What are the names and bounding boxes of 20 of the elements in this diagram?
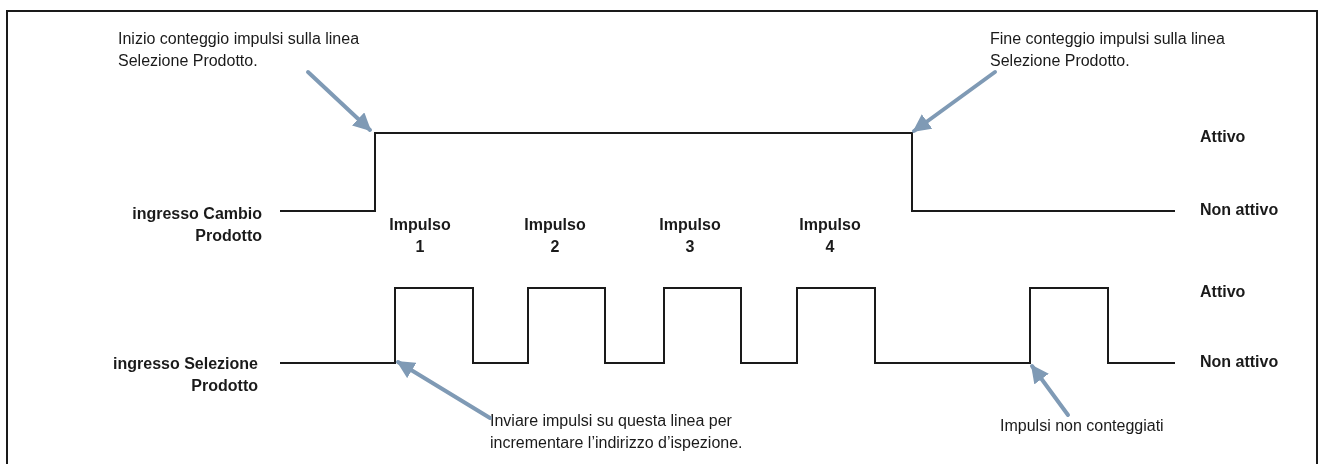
signal-name: ingresso Selezione Prodotto bbox=[112, 354, 258, 396]
state-label: Attivo bbox=[1200, 127, 1247, 147]
pulse-label: Impulso 2 bbox=[523, 215, 587, 257]
callout-text: Fine conteggio impulsi sulla linea Selezione Prodotto. bbox=[990, 29, 1226, 71]
leader-arrow bbox=[396, 360, 492, 420]
state-label: Non attivo bbox=[1200, 200, 1280, 220]
callout-text: Inizio conteggio impulsi sulla linea Selezione Prodotto. bbox=[118, 29, 361, 71]
callout-text: Inviare impulsi su questa linea per incrementare l’indirizzo d’ispezione. bbox=[490, 411, 744, 453]
waveform bbox=[279, 287, 1176, 364]
callout-text: Impulsi non conteggiati bbox=[1000, 416, 1165, 436]
leader-arrow bbox=[1030, 364, 1070, 417]
leader-arrow bbox=[912, 70, 997, 133]
leader-arrow bbox=[306, 70, 372, 132]
signal-name: ingresso Cambio Prodotto bbox=[131, 204, 262, 246]
waveform bbox=[279, 132, 1176, 212]
state-label: Non attivo bbox=[1200, 352, 1280, 372]
pulse-label: Impulso 4 bbox=[798, 215, 862, 257]
state-label: Attivo bbox=[1200, 282, 1247, 302]
pulse-label: Impulso 1 bbox=[388, 215, 452, 257]
pulse-label: Impulso 3 bbox=[658, 215, 722, 257]
